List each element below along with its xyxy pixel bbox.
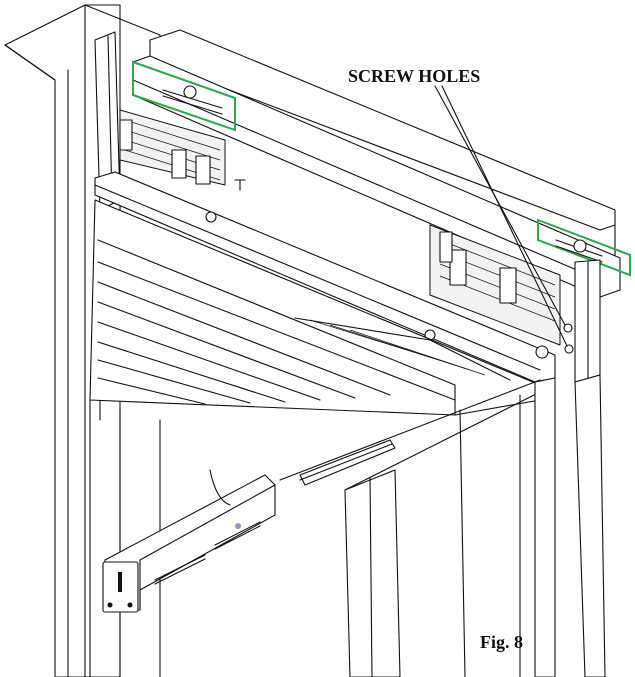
slide-mechanism-right	[429, 224, 561, 346]
screw-hole-upper	[563, 323, 573, 333]
rail-highlight-right	[537, 218, 631, 277]
mounting-bracket	[102, 469, 276, 613]
lower-section	[89, 374, 606, 677]
figure-caption: Fig. 8	[480, 632, 523, 652]
screw-holes	[563, 323, 574, 354]
screw-holes-label: SCREW HOLES	[348, 66, 480, 86]
rail-highlight-left	[132, 60, 236, 132]
right-post	[574, 259, 601, 383]
interior-slats	[89, 199, 541, 416]
screw-hole-lower	[564, 344, 574, 354]
slide-rail	[299, 439, 396, 486]
slide-mechanism-left	[119, 109, 226, 186]
callout-leaders	[434, 85, 568, 347]
